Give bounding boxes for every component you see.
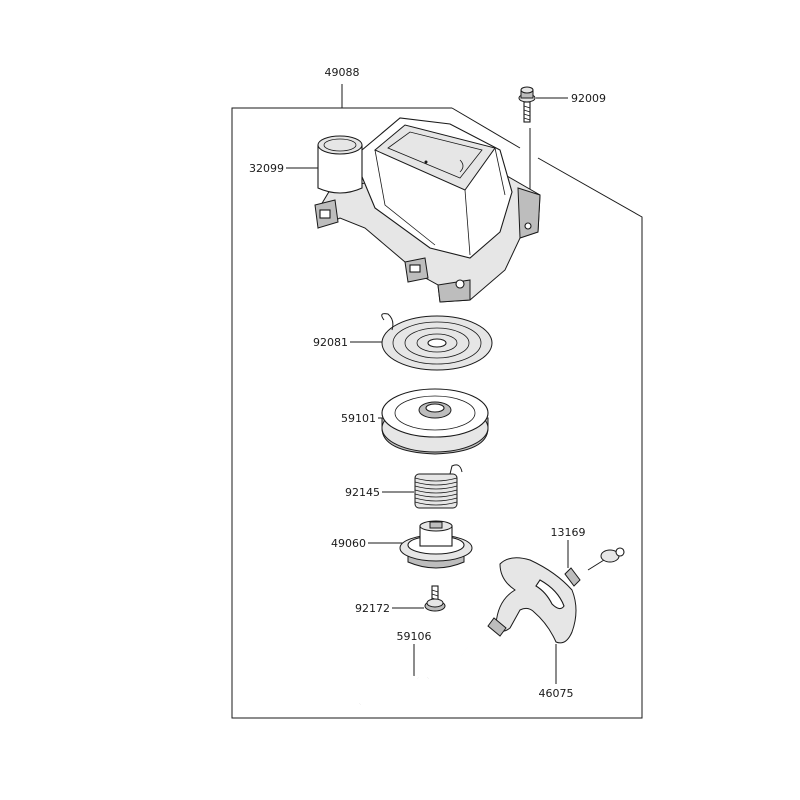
label-ratchet: 49060 [331,537,366,550]
assembly-frame [231,84,643,719]
label-pulley: 59101 [341,412,376,425]
clip-part [564,547,625,587]
coil-spring-part [414,464,463,509]
pulley-part [381,388,489,455]
spiral-spring-part [381,313,493,371]
label-bolt-top: 92009 [571,92,606,105]
label-coil-spring: 92145 [345,486,380,499]
label-screw: 92172 [355,602,390,615]
label-assembly: 49088 [325,66,360,79]
recoil-housing-part [314,117,541,303]
ratchet-part [399,520,473,569]
leader-lines [286,97,569,684]
part-labels: 49088 92009 32099 92081 59101 92145 4906… [249,66,606,700]
label-spiral-spring: 92081 [313,336,348,349]
rope-part [359,625,497,705]
label-collar: 32099 [249,162,284,175]
label-handle: 46075 [539,687,574,700]
screw-part [424,585,446,612]
bolt-top-part [518,86,536,123]
label-clip: 13169 [551,526,586,539]
label-rope: 59106 [397,630,432,643]
handle-part [487,557,577,644]
